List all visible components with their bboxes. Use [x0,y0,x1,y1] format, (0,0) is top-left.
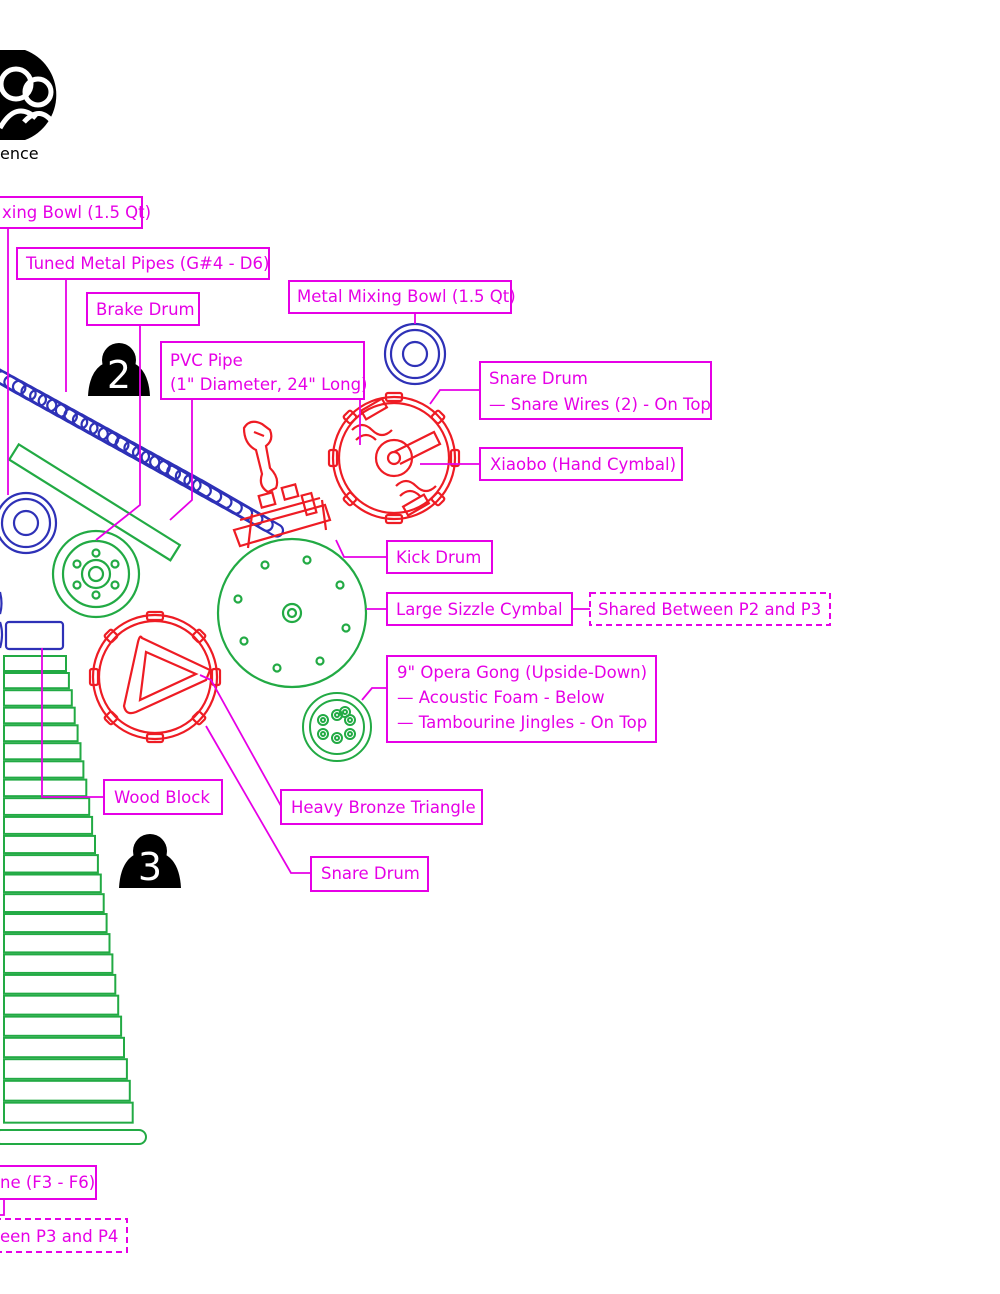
pipe [0,365,37,401]
snare-drum-bottom [88,610,222,744]
label-xiaobo: Xiaobo (Hand Cymbal) [479,447,683,481]
svg-text:Snare Drum: Snare Drum [489,369,588,388]
kick-drum [232,420,332,549]
heavy-bronze-triangle [122,635,212,715]
xylophone-bar [3,834,96,855]
label-large-sizzle-cymbal: Large Sizzle Cymbal [386,592,573,626]
xylophone-bar [3,893,105,914]
label-wood-block: Wood Block [103,779,223,815]
player-3-number: 3 [138,845,162,889]
snare-drum-top [327,391,461,525]
player-3-icon: 3 [119,834,181,889]
label-shared-p2-p3: Shared Between P2 and P3 [589,592,831,626]
xylophone-rail [0,1129,147,1145]
large-sizzle-cymbal [216,537,368,689]
mixing-bowl-left [0,491,58,555]
svg-text:Large Sizzle Cymbal: Large Sizzle Cymbal [396,600,563,619]
svg-text:Metal Mixing Bowl (1.5 Qt): Metal Mixing Bowl (1.5 Qt) [297,287,516,306]
svg-text:Wood Block: Wood Block [114,788,210,807]
label-metal-mixing-bowl: Metal Mixing Bowl (1.5 Qt) [288,280,516,314]
xylophone [0,655,147,1145]
audience-icon [0,50,57,140]
tuned-metal-pipes [0,360,285,538]
svg-text:Kick Drum: Kick Drum [396,548,481,567]
label-brake-drum: Brake Drum [86,292,200,326]
xylophone-bar [3,1101,134,1124]
opera-gong [302,692,372,762]
xylophone-bar [3,655,67,672]
svg-text:— Snare Wires (2) - On Top: — Snare Wires (2) - On Top [489,395,711,414]
label-pvc-pipe: PVC Pipe (1" Diameter, 24" Long) [160,341,367,400]
svg-text:Shared Between P2 and P3: Shared Between P2 and P3 [598,600,821,619]
xylophone-bar [3,724,79,743]
xylophone-bar [3,1079,131,1102]
svg-text:(1" Diameter, 24" Long): (1" Diameter, 24" Long) [170,375,367,394]
svg-text:9" Opera Gong (Upside-Down): 9" Opera Gong (Upside-Down) [397,663,647,682]
xylophone-bar [3,854,99,874]
xylophone-bar [3,1036,125,1059]
svg-text:Heavy Bronze Triangle: Heavy Bronze Triangle [291,798,476,817]
wood-block [0,591,65,651]
xylophone-bar [3,672,70,690]
svg-text:— Tambourine Jingles - On Top: — Tambourine Jingles - On Top [397,713,647,732]
xylophone-bar [3,1015,123,1037]
label-tuned-pipes: Tuned Metal Pipes (G#4 - D6) [16,247,270,280]
label-opera-gong: 9" Opera Gong (Upside-Down) — Acoustic F… [386,655,657,743]
player-2-icon: 2 [88,343,150,397]
xylophone-bar [3,994,120,1016]
svg-text:Tuned Metal Pipes (G#4 - D6): Tuned Metal Pipes (G#4 - D6) [25,254,269,273]
pvc-pipe [7,442,182,562]
svg-text:PVC Pipe: PVC Pipe [170,351,243,370]
svg-text:xing Bowl (1.5 Qt): xing Bowl (1.5 Qt) [2,203,151,222]
leader-lines [0,228,590,1216]
pipe [106,431,182,481]
svg-text:Snare Drum: Snare Drum [321,864,420,883]
mixing-bowl-right [383,322,447,386]
pipe [20,384,78,424]
pipe [71,412,140,458]
xylophone-bar [3,706,76,725]
xylophone-bar [3,760,85,779]
xylophone-bar [3,873,102,894]
svg-text:— Acoustic Foam - Below: — Acoustic Foam - Below [397,688,605,707]
brake-drum [51,529,141,619]
xylophone-bar [3,778,88,798]
pipe [46,398,109,441]
audience-label: ence [0,144,39,163]
xylophone-bar [3,973,117,995]
label-kick-drum: Kick Drum [386,540,493,574]
label-snare-bottom: Snare Drum [310,856,429,892]
xylophone-bar [3,815,94,835]
svg-text:een P3 and P4: een P3 and P4 [0,1227,118,1246]
player-2-number: 2 [107,353,131,397]
xylophone-bar [3,797,91,816]
label-heavy-bronze-triangle: Heavy Bronze Triangle [280,789,483,825]
xylophone-bar [3,689,73,707]
label-shared-p3-p4: een P3 and P4 [0,1218,128,1253]
xylophone-bar [3,1058,128,1080]
label-xylophone: ne (F3 - F6) [0,1165,97,1200]
xylophone-bar [3,933,111,954]
pipe [29,389,89,430]
svg-text:Xiaobo (Hand Cymbal): Xiaobo (Hand Cymbal) [490,455,676,474]
label-mixing-bowl-left: xing Bowl (1.5 Qt) [0,196,151,229]
label-snare-top: Snare Drum — Snare Wires (2) - On Top [479,361,712,420]
xylophone-bar [3,953,114,974]
svg-text:Brake Drum: Brake Drum [96,300,195,319]
xylophone-bar [3,913,108,934]
svg-text:ne (F3 - F6): ne (F3 - F6) [0,1173,95,1192]
